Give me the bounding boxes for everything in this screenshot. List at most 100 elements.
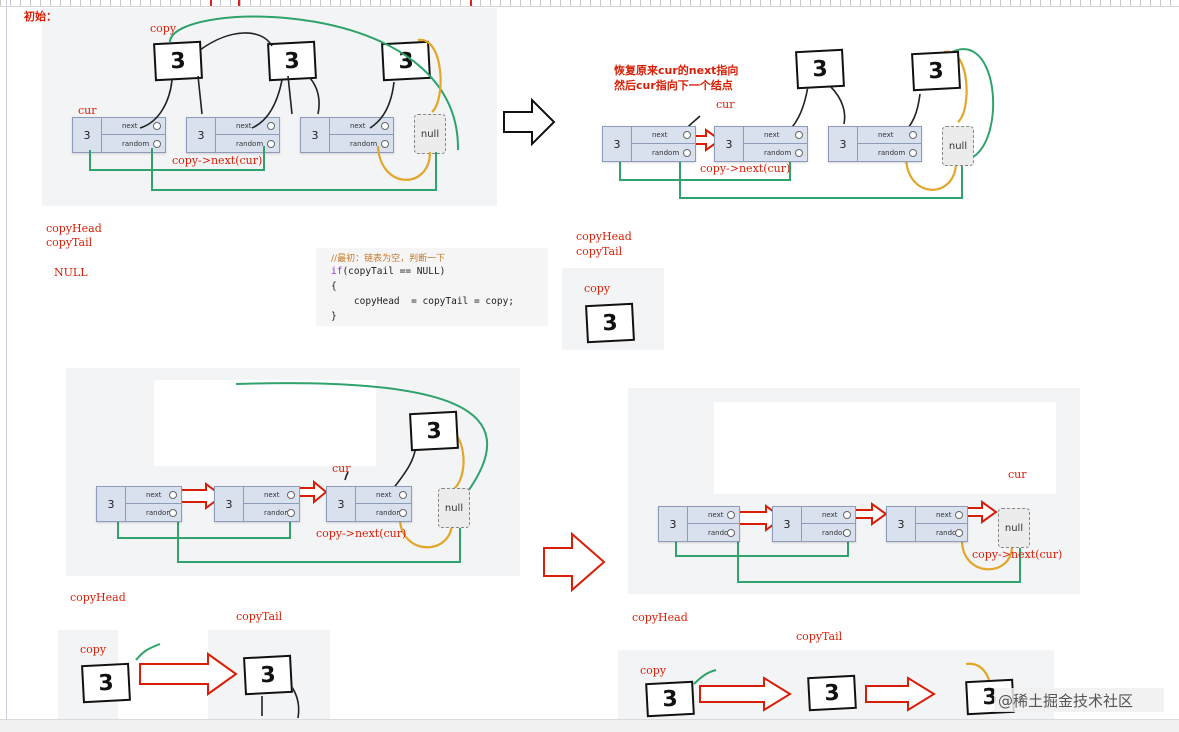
pointer-dot	[795, 131, 803, 139]
green-pointer	[177, 518, 461, 563]
green-pointer	[135, 643, 161, 661]
black-pointer	[369, 81, 395, 129]
pointer-dot	[727, 511, 735, 519]
node-value: 3	[97, 487, 126, 521]
step-arrow	[503, 97, 556, 147]
pointer-dot	[955, 528, 963, 537]
label-init: 初始：	[24, 10, 57, 23]
pointer-dot	[399, 491, 407, 499]
pointer-dot	[153, 139, 161, 148]
code-open-brace: {	[331, 281, 337, 292]
green-pointer	[235, 382, 489, 495]
black-pointer	[199, 32, 273, 51]
yellow-pointer	[376, 145, 432, 181]
node-value: 3	[603, 127, 632, 161]
pointer-dot	[909, 148, 917, 157]
label-copy-tail: copyTail	[46, 236, 93, 249]
null-node: null	[942, 126, 974, 166]
ruler	[0, 0, 1179, 7]
null-node: null	[998, 508, 1030, 548]
label-copy-next-cur: copy->next(cur)	[972, 548, 1063, 561]
node-random-field: random	[126, 504, 181, 521]
label-copy-tail: copyTail	[576, 245, 623, 258]
label-restore-note-2: 然后cur指向下一个结点	[614, 79, 733, 92]
label-copy: copy	[150, 22, 177, 35]
label-copy-next-cur: copy->next(cur)	[700, 162, 791, 175]
node-value: 3	[659, 507, 688, 541]
pointer-dot	[169, 491, 177, 499]
green-pointer	[693, 669, 717, 685]
label-cur: cur	[1008, 468, 1027, 481]
list-node: 3 next random	[658, 506, 740, 542]
green-pointer	[675, 536, 849, 557]
label-copy-tail: copyTail	[236, 610, 283, 623]
yellow-pointer	[398, 519, 454, 549]
watermark: @稀土掘金技术社区	[994, 688, 1164, 712]
copy-node: 3	[911, 50, 961, 92]
node-next-field: next	[216, 118, 279, 135]
node-random-field: random	[632, 144, 695, 161]
black-pointer	[344, 471, 349, 481]
copy-node: 3	[243, 654, 293, 696]
node-random-field: random	[330, 135, 393, 152]
green-pointer	[89, 146, 265, 171]
label-copy-next-cur: copy->next(cur)	[316, 527, 407, 540]
label-cur: cur	[716, 98, 735, 111]
bottom-bar	[0, 719, 1179, 732]
label-copy-head: copyHead	[70, 591, 126, 604]
red-next-arrow	[297, 479, 328, 505]
label-restore-note-1: 恢复原来cur的next指向	[614, 64, 739, 77]
pointer-dot	[909, 131, 917, 139]
pointer-dot	[287, 491, 295, 499]
node-value: 3	[187, 118, 216, 152]
diagram-panel-step1	[572, 8, 1024, 213]
list-node: 3 next random	[96, 486, 182, 522]
pointer-dot	[399, 508, 407, 517]
node-next-field: next	[688, 507, 739, 524]
copy-node: 3	[409, 410, 459, 452]
black-pointer	[139, 79, 173, 129]
green-pointer	[117, 518, 291, 539]
pointer-dot	[843, 528, 851, 537]
page-margin-line	[6, 0, 7, 731]
green-pointer	[939, 48, 995, 161]
list-node: 3 next random	[714, 126, 808, 162]
list-node: 3 next random	[214, 486, 300, 522]
list-node: 3 next random	[602, 126, 696, 162]
copy-node: 3	[795, 48, 845, 90]
red-link-arrow	[865, 676, 936, 712]
pointer-dot	[267, 122, 275, 130]
node-value: 3	[829, 127, 858, 161]
red-next-arrow	[965, 500, 998, 524]
yellow-pointer	[960, 539, 1014, 571]
green-pointer	[151, 148, 437, 191]
copy-node: 3	[807, 674, 857, 712]
node-random-field: random	[858, 144, 921, 161]
node-random-field: random	[708, 528, 736, 537]
label-copy-head: copyHead	[576, 230, 632, 243]
black-pointer	[309, 77, 320, 115]
node-value: 3	[301, 118, 330, 152]
pointer-dot	[287, 508, 295, 517]
node-random-field: random	[822, 528, 851, 537]
null-node: null	[438, 488, 470, 528]
node-random-field: random	[244, 504, 299, 521]
node-next-field: next	[244, 487, 299, 504]
black-pointer	[287, 75, 293, 115]
node-next-field: next	[632, 127, 695, 144]
label-copy-next-cur: copy->next(cur)	[172, 154, 263, 167]
node-value: 3	[773, 507, 802, 541]
code-comment: //最初：链表为空，判断一下	[331, 254, 446, 264]
copy-node: 3	[81, 662, 131, 704]
node-next-field: next	[126, 487, 181, 504]
black-pointer	[391, 445, 417, 491]
list-node: 3 next random	[772, 506, 856, 542]
null-node: null	[414, 114, 446, 154]
label-copy-head: copyHead	[632, 611, 688, 624]
node-next-field: next	[802, 507, 855, 524]
node-value: 3	[887, 507, 916, 541]
green-pointer	[679, 158, 963, 199]
node-random-field: random	[936, 528, 964, 537]
red-link-arrow	[699, 676, 792, 712]
